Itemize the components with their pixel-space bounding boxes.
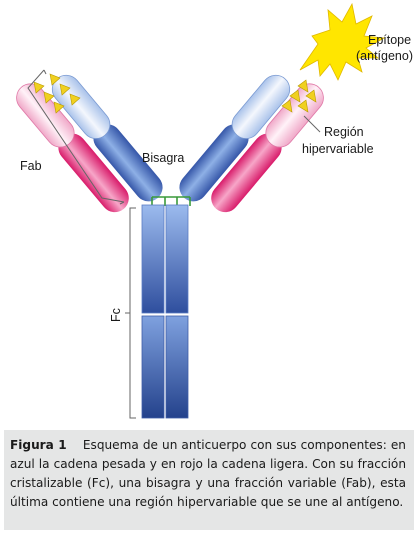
epitope-sub-label: (antígeno) — [356, 49, 413, 63]
antibody-diagram: Epítope (antígeno) Región hipervariable … — [16, 2, 413, 419]
epitope-label: Epítope — [368, 33, 411, 47]
left-light-chain-constant — [58, 133, 129, 213]
right-heavy-chain-constant — [179, 124, 249, 202]
fab-bracket — [27, 69, 125, 205]
left-heavy-chain-constant — [93, 124, 163, 202]
left-hypervariable-region — [33, 73, 81, 114]
fc-stem — [141, 204, 189, 419]
hinge-links — [151, 196, 191, 206]
right-fab-arm — [179, 74, 324, 213]
fc-bracket — [125, 207, 136, 419]
antigen-epitope-shape — [299, 2, 386, 81]
right-light-chain-constant — [211, 133, 282, 213]
fc-heavy-chain-left-lower — [141, 315, 165, 419]
fc-heavy-chain-right-lower — [165, 315, 189, 419]
right-hypervariable-region — [281, 79, 317, 113]
fc-label: Fc — [109, 308, 123, 322]
fc-heavy-chain-right-upper — [165, 204, 189, 314]
region-pointer — [303, 115, 321, 133]
left-fab-arm — [16, 73, 163, 213]
figure-caption-label: Figura 1 — [10, 438, 67, 452]
region-sub-label: hipervariable — [302, 142, 374, 156]
hinge-label: Bisagra — [142, 151, 184, 165]
fc-heavy-chain-left-upper — [141, 204, 165, 314]
figure-caption-text: Esquema de un anticuerpo con sus compone… — [10, 438, 406, 509]
fab-label: Fab — [20, 159, 42, 173]
figure-caption: Figura 1 Esquema de un anticuerpo con su… — [4, 430, 414, 530]
region-label: Región — [324, 125, 364, 139]
right-heavy-chain-variable — [231, 74, 291, 139]
